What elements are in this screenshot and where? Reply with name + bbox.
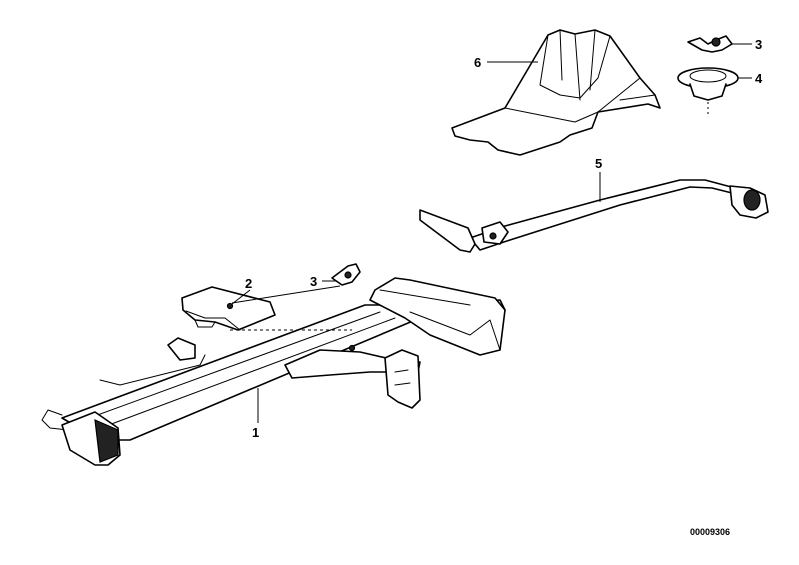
diagram-reference-number: 00009306 [690,527,730,537]
grommet-part[interactable] [677,67,739,115]
callout-3-lower: 3 [231,274,341,304]
callout-number: 2 [245,276,252,291]
wing-nut-lower-part[interactable] [331,263,361,286]
callout-number: 3 [310,274,317,289]
callout-6: 6 [474,55,538,70]
callout-2: 2 [231,276,252,305]
wheel-chock-part[interactable] [451,29,661,156]
mounting-plate-part[interactable] [181,286,276,331]
jack-part[interactable] [41,277,506,466]
callout-3-upper: 3 [732,37,762,52]
callout-1: 1 [230,329,352,440]
callout-number: 4 [755,71,763,86]
callout-number: 3 [755,37,762,52]
callout-number: 5 [595,156,602,171]
wing-nut-upper-part[interactable] [687,35,733,53]
wheel-wrench-part[interactable] [419,179,769,253]
callout-5: 5 [595,156,602,202]
callout-4: 4 [738,71,763,86]
callout-number: 6 [474,55,481,70]
callout-number: 1 [252,425,259,440]
